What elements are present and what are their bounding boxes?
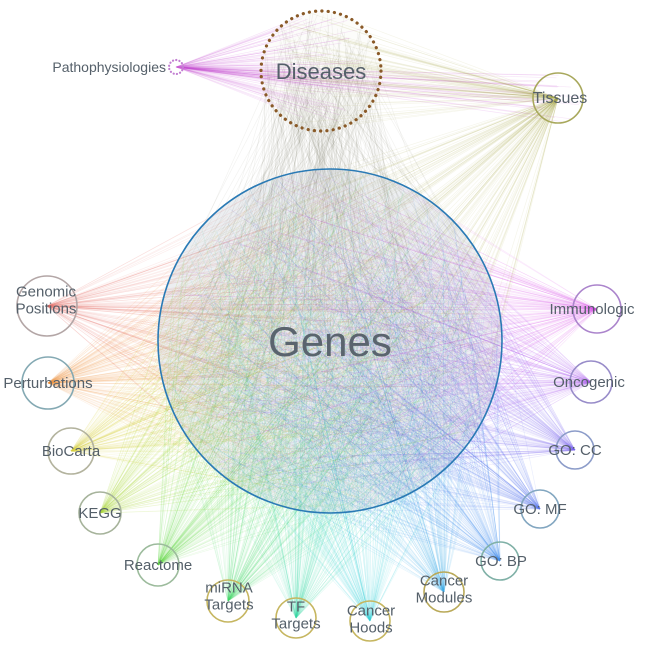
label-mirna-targets: Targets bbox=[204, 597, 253, 614]
node-genes[interactable] bbox=[157, 168, 503, 514]
label-go-mf: GO: MF bbox=[513, 501, 566, 518]
node-cancer-hoods[interactable] bbox=[349, 600, 391, 642]
node-perturbations[interactable] bbox=[21, 356, 75, 410]
node-genomic-positions[interactable] bbox=[16, 275, 78, 337]
edge-fan-go-cc-to-genes bbox=[168, 183, 576, 502]
node-mirna-targets[interactable] bbox=[206, 579, 250, 623]
node-reactome[interactable] bbox=[136, 543, 180, 587]
label-oncogenic: Oncogenic bbox=[553, 374, 625, 391]
node-biocarta[interactable] bbox=[47, 427, 95, 475]
edge-fan-go-mf-to-genes bbox=[162, 172, 541, 512]
edge-fans bbox=[46, 12, 598, 622]
edge-fan-reactome-to-genes bbox=[157, 172, 493, 566]
edge-fan-biocarta-to-genes bbox=[70, 170, 495, 497]
edge-fan-pathophysiologies-to-diseases bbox=[175, 15, 368, 122]
node-cancer-modules[interactable] bbox=[423, 571, 465, 613]
label-genes: Genes bbox=[268, 318, 392, 365]
label-tf-targets: TF bbox=[287, 598, 305, 615]
node-immunologic[interactable] bbox=[572, 284, 622, 334]
node-tf-targets[interactable] bbox=[275, 597, 317, 639]
node-go-mf[interactable] bbox=[520, 489, 560, 529]
edge-fan-kegg-to-genes bbox=[99, 173, 488, 514]
edge-fan-immunologic-to-genes bbox=[165, 171, 598, 509]
node-go-bp[interactable] bbox=[480, 541, 520, 581]
label-genomic-positions: Positions bbox=[16, 301, 77, 318]
edge-fan-mirna-targets-to-genes bbox=[168, 170, 496, 602]
label-go-bp: GO: BP bbox=[475, 553, 527, 570]
label-immunologic: Immunologic bbox=[549, 301, 635, 318]
label-biocarta: BioCarta bbox=[42, 443, 101, 460]
label-kegg: KEGG bbox=[78, 505, 121, 522]
label-reactome: Reactome bbox=[124, 557, 192, 574]
node-diseases[interactable] bbox=[259, 9, 383, 133]
labels: Genes Diseases PathophysiologiesTissuesGen… bbox=[3, 59, 635, 637]
edge-fan-cancer-modules-to-genes bbox=[169, 188, 500, 593]
node-tissues[interactable] bbox=[532, 72, 584, 124]
label-genomic-positions: Genomic bbox=[16, 283, 77, 300]
label-cancer-hoods: Hoods bbox=[349, 620, 392, 637]
node-oncogenic[interactable] bbox=[569, 360, 613, 404]
label-tissues: Tissues bbox=[533, 90, 588, 107]
edge-fan-tissues-to-diseases bbox=[262, 12, 559, 129]
label-mirna-targets: miRNA bbox=[205, 579, 253, 596]
label-perturbations: Perturbations bbox=[3, 375, 92, 392]
label-cancer-modules: Modules bbox=[416, 590, 473, 607]
label-cancer-modules: Cancer bbox=[420, 572, 468, 589]
label-diseases: Diseases bbox=[276, 59, 366, 84]
label-tf-targets: Targets bbox=[271, 616, 320, 633]
label-cancer-hoods: Cancer bbox=[347, 602, 395, 619]
edge-fan-go-bp-to-genes bbox=[171, 169, 501, 562]
node-pathophysiologies[interactable] bbox=[167, 58, 185, 76]
label-pathophysiologies: Pathophysiologies bbox=[52, 59, 166, 75]
nodes bbox=[16, 9, 622, 642]
edge-fan-pathophysiologies-to-tissues bbox=[175, 66, 581, 122]
node-kegg[interactable] bbox=[78, 491, 122, 535]
edge-fan-tf-targets-to-genes bbox=[164, 179, 493, 619]
edge-fan-tissues-to-genes bbox=[170, 97, 559, 510]
edge-fan-cancer-hoods-to-genes bbox=[172, 170, 487, 622]
edge-fan-genomic-positions-to-genes bbox=[46, 180, 490, 497]
label-go-cc: GO: CC bbox=[548, 442, 602, 459]
node-go-cc[interactable] bbox=[555, 430, 595, 470]
edge-fan-oncogenic-to-genes bbox=[176, 176, 592, 499]
